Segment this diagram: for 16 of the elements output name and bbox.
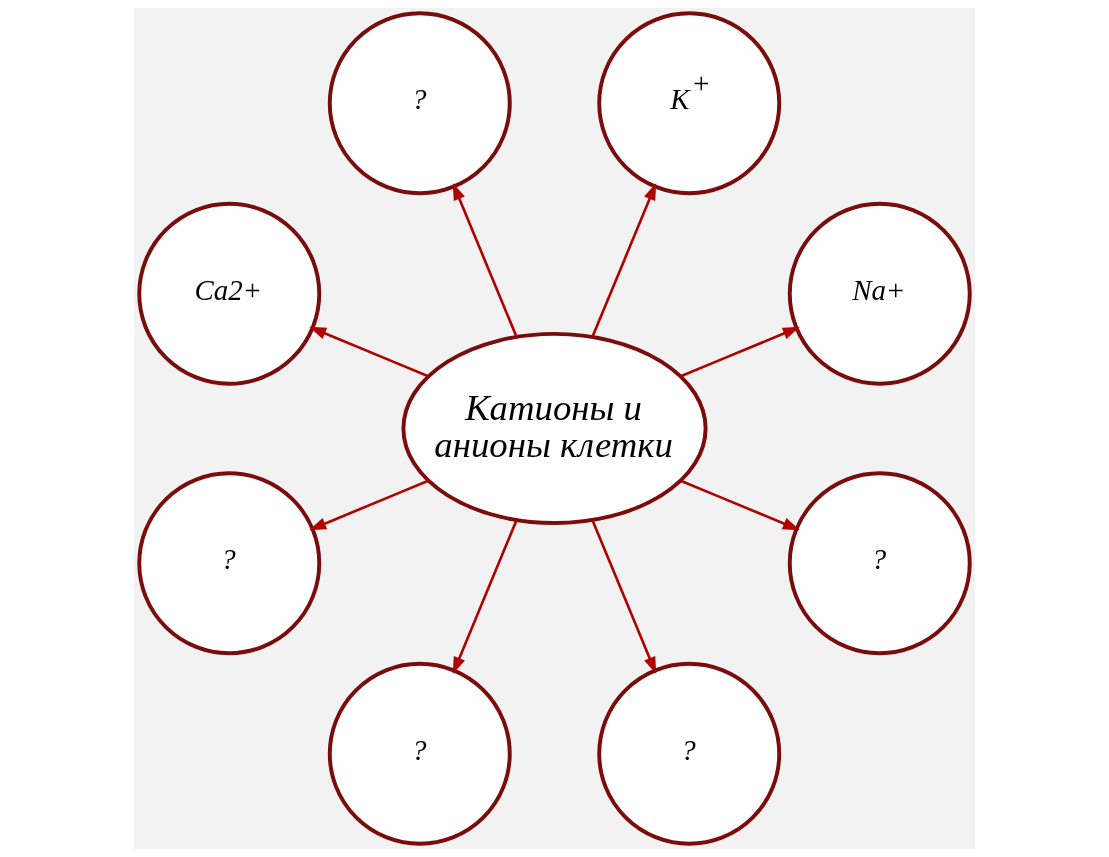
node-circle: ? bbox=[327, 11, 512, 196]
node-circle: ? bbox=[597, 661, 782, 846]
node-circle: ? bbox=[327, 661, 512, 846]
node-circle: ? bbox=[137, 471, 322, 656]
arrow bbox=[680, 479, 800, 531]
arrow bbox=[309, 479, 429, 531]
node-circle: Ca2+ bbox=[137, 201, 322, 386]
arrow bbox=[591, 182, 657, 338]
node-ellipse: Катионы и анионы клетки bbox=[401, 331, 708, 526]
arrow bbox=[591, 519, 657, 675]
node-circle: Na+ bbox=[787, 201, 972, 386]
arrow bbox=[309, 326, 429, 378]
arrow bbox=[452, 182, 518, 338]
arrow bbox=[452, 519, 518, 675]
node-circle: ? bbox=[787, 471, 972, 656]
arrow bbox=[680, 326, 800, 378]
